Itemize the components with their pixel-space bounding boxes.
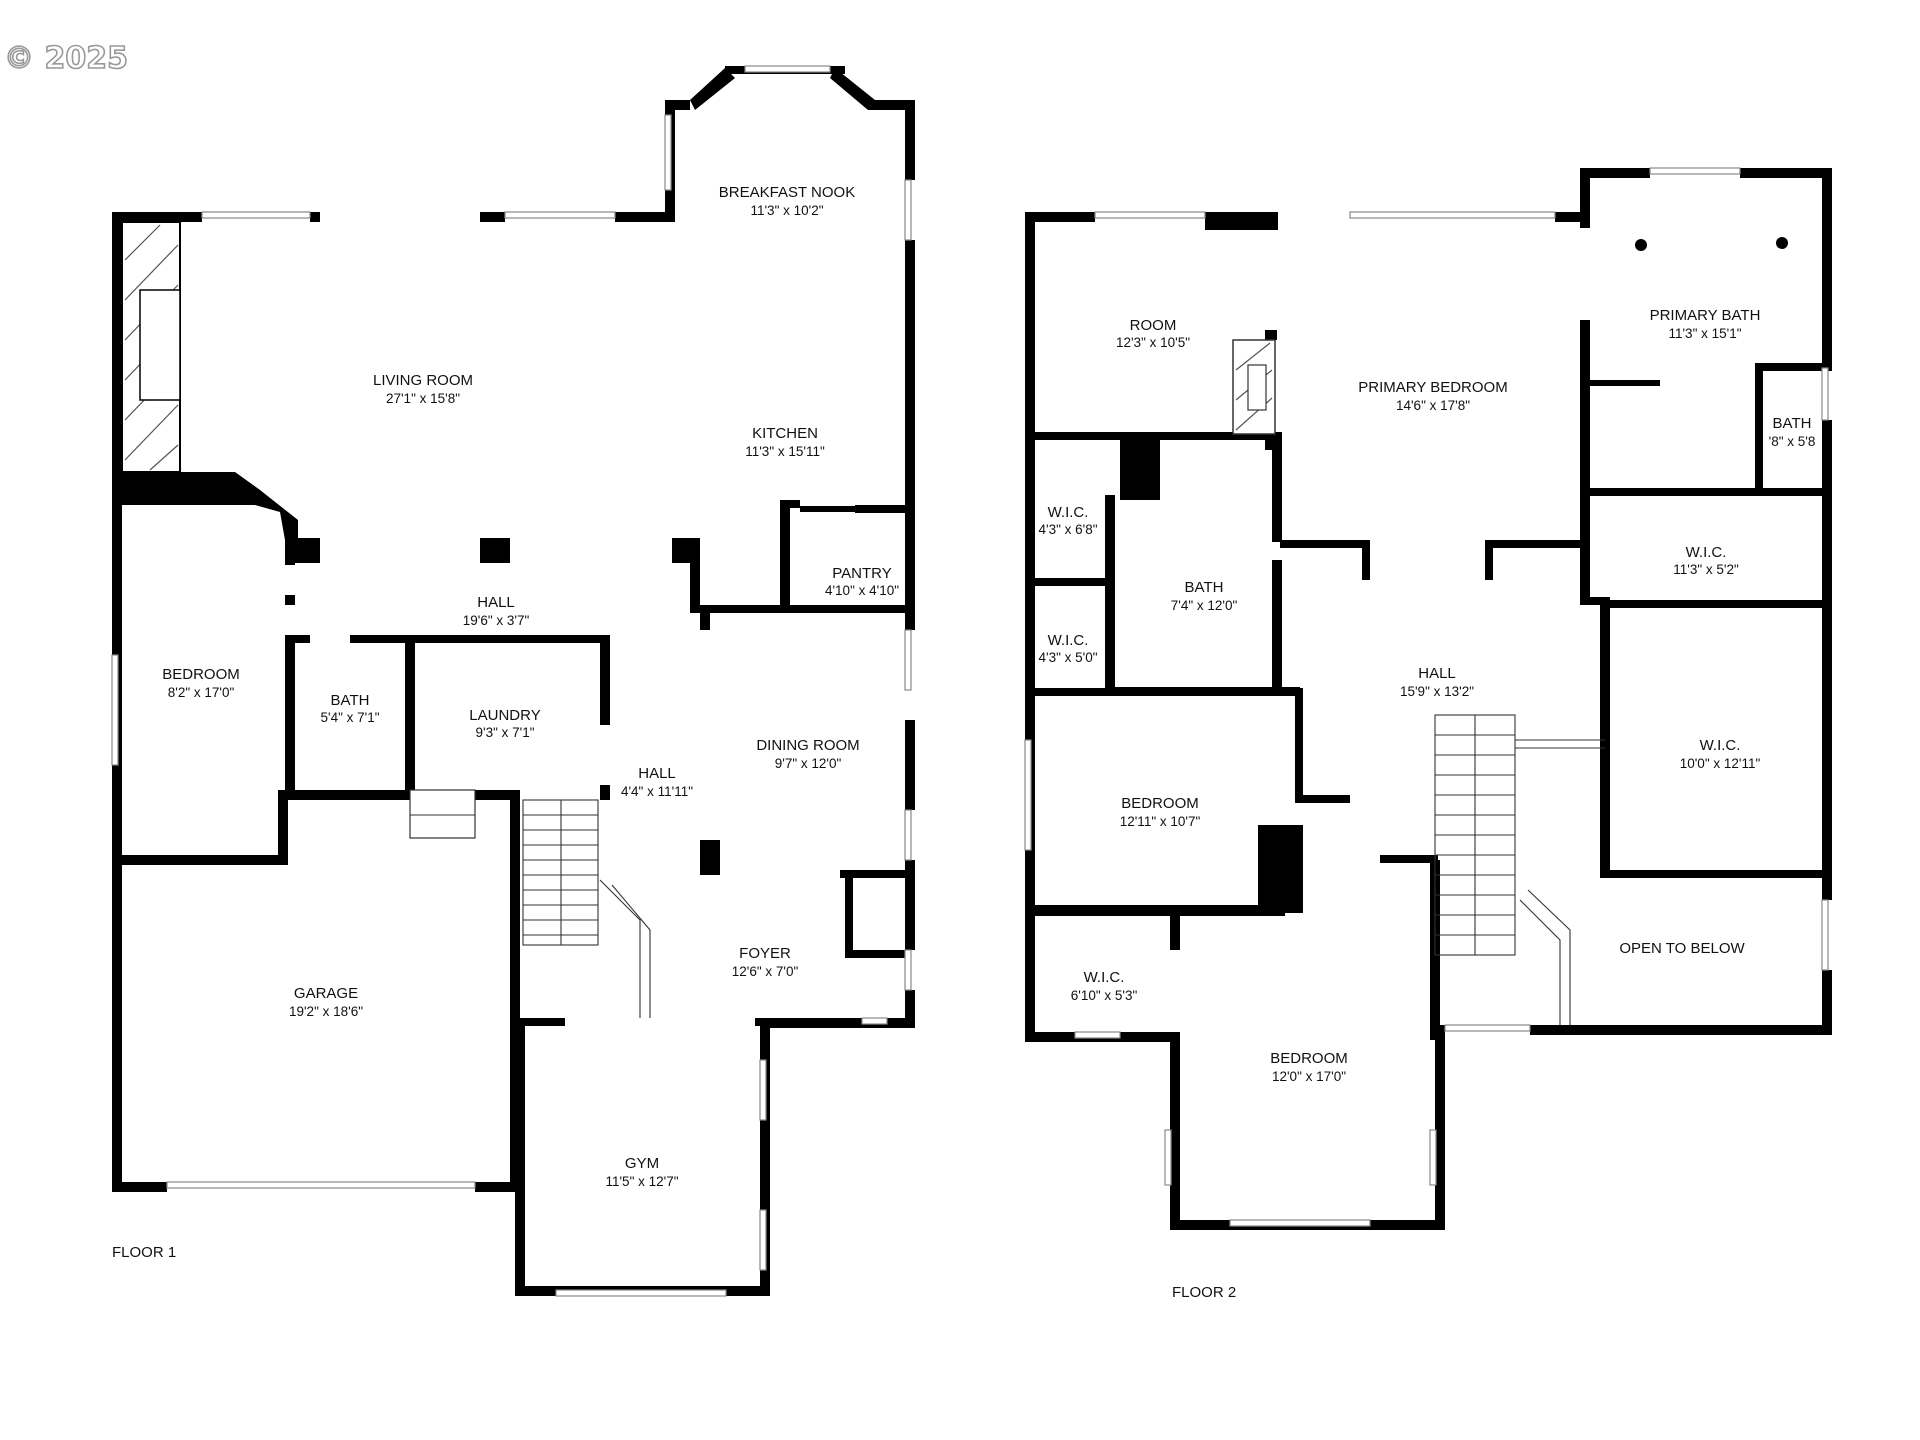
- room-name: PRIMARY BATH: [1650, 307, 1761, 324]
- floor-1-plan: LIVING ROOM 27'1" x 15'8" BREAKFAST NOOK…: [111, 65, 915, 1297]
- room-name: FOYER: [739, 945, 791, 962]
- room-name: W.I.C.: [1686, 544, 1727, 561]
- room-name: HALL: [1418, 665, 1456, 682]
- room-dimensions: 12'11" x 10'7": [1120, 814, 1201, 829]
- room-dimensions: 4'3" x 6'8": [1038, 522, 1097, 537]
- room-dimensions: 4'10" x 4'10": [825, 583, 899, 598]
- room-dimensions: 19'2" x 18'6": [289, 1004, 363, 1019]
- room-bedroom-floor-2a: BEDROOM 12'11" x 10'7": [1120, 795, 1201, 829]
- room-name: W.I.C.: [1048, 632, 1089, 649]
- room-foyer: FOYER 12'6" x 7'0": [732, 945, 799, 979]
- room-name: LAUNDRY: [469, 707, 540, 724]
- room-dimensions: 19'6" x 3'7": [463, 613, 530, 628]
- room-dimensions: 14'6" x 17'8": [1396, 398, 1470, 413]
- room-name: BATH: [1185, 579, 1224, 596]
- room-wic-3: W.I.C. 11'3" x 5'2": [1673, 544, 1739, 577]
- room-name: OPEN TO BELOW: [1619, 940, 1745, 957]
- room-name: GYM: [625, 1155, 659, 1172]
- room-open-to-below: OPEN TO BELOW: [1619, 940, 1745, 957]
- room-bath-small: BATH '8" x 5'8: [1769, 415, 1816, 449]
- room-pantry: PANTRY 4'10" x 4'10": [825, 565, 899, 598]
- floor-2-label: FLOOR 2: [1172, 1284, 1236, 1301]
- room-dining-room: DINING ROOM 9'7" x 12'0": [756, 737, 859, 771]
- room-gym: GYM 11'5" x 12'7": [605, 1155, 678, 1189]
- room-name: BEDROOM: [162, 666, 240, 683]
- room-dimensions: 12'3" x 10'5": [1116, 335, 1190, 350]
- room-name: HALL: [638, 765, 676, 782]
- room-name: KITCHEN: [752, 425, 818, 442]
- room-bath-floor-2: BATH 7'4" x 12'0": [1171, 579, 1238, 613]
- room-dimensions: 12'0" x 17'0": [1272, 1069, 1346, 1084]
- room-garage: GARAGE 19'2" x 18'6": [289, 985, 363, 1019]
- stairs-floor-1: [522, 799, 651, 1018]
- room-dimensions: 9'7" x 12'0": [775, 756, 842, 771]
- room-name: HALL: [477, 594, 515, 611]
- room-laundry: LAUNDRY 9'3" x 7'1": [469, 707, 540, 740]
- stairs-floor-2: [1434, 714, 1605, 1025]
- room-name: W.I.C.: [1084, 969, 1125, 986]
- room-dimensions: 15'9" x 13'2": [1400, 684, 1474, 699]
- room-primary-bedroom: PRIMARY BEDROOM 14'6" x 17'8": [1358, 379, 1507, 413]
- room-room: ROOM 12'3" x 10'5": [1116, 317, 1190, 350]
- room-name: BEDROOM: [1270, 1050, 1348, 1067]
- room-dimensions: 5'4" x 7'1": [320, 710, 379, 725]
- room-hall-floor-2: HALL 15'9" x 13'2": [1400, 665, 1474, 699]
- room-wic-5: W.I.C. 6'10" x 5'3": [1071, 969, 1138, 1003]
- room-dimensions: 11'5" x 12'7": [605, 1174, 678, 1189]
- room-bath-floor-1: BATH 5'4" x 7'1": [320, 692, 379, 725]
- room-name: BATH: [1773, 415, 1812, 432]
- room-name: ROOM: [1130, 317, 1177, 334]
- room-hall-upper: HALL 19'6" x 3'7": [463, 594, 530, 628]
- room-bedroom-floor-2b: BEDROOM 12'0" x 17'0": [1270, 1050, 1348, 1084]
- room-name: PANTRY: [832, 565, 891, 582]
- room-dimensions: 4'3" x 5'0": [1038, 650, 1097, 665]
- room-dimensions: 11'3" x 10'2": [750, 203, 823, 218]
- floor-2-plan: ROOM 12'3" x 10'5" PRIMARY BEDROOM 14'6"…: [1024, 167, 1832, 1301]
- room-living-room: LIVING ROOM 27'1" x 15'8": [373, 372, 473, 406]
- room-kitchen: KITCHEN 11'3" x 15'11": [745, 425, 825, 459]
- room-name: GARAGE: [294, 985, 358, 1002]
- room-bedroom-floor-1: BEDROOM 8'2" x 17'0": [162, 666, 240, 700]
- room-dimensions: 7'4" x 12'0": [1171, 598, 1238, 613]
- room-wic-4: W.I.C. 10'0" x 12'11": [1680, 737, 1761, 771]
- room-name: PRIMARY BEDROOM: [1358, 379, 1507, 396]
- room-dimensions: 11'3" x 15'11": [745, 444, 825, 459]
- room-dimensions: '8" x 5'8: [1769, 434, 1816, 449]
- room-name: BREAKFAST NOOK: [719, 184, 855, 201]
- room-name: LIVING ROOM: [373, 372, 473, 389]
- room-dimensions: 9'3" x 7'1": [475, 725, 534, 740]
- room-name: W.I.C.: [1048, 504, 1089, 521]
- room-name: BATH: [331, 692, 370, 709]
- room-dimensions: 11'3" x 15'1": [1668, 326, 1741, 341]
- room-wic-1: W.I.C. 4'3" x 6'8": [1038, 504, 1097, 537]
- room-name: DINING ROOM: [756, 737, 859, 754]
- room-hall-lower: HALL 4'4" x 11'11": [621, 765, 693, 799]
- room-name: W.I.C.: [1700, 737, 1741, 754]
- copyright-watermark: © 2025: [4, 41, 128, 76]
- room-wic-2: W.I.C. 4'3" x 5'0": [1038, 632, 1097, 665]
- room-dimensions: 27'1" x 15'8": [386, 391, 460, 406]
- room-dimensions: 11'3" x 5'2": [1673, 562, 1739, 577]
- room-dimensions: 8'2" x 17'0": [168, 685, 235, 700]
- room-dimensions: 4'4" x 11'11": [621, 784, 693, 799]
- floor-1-label: FLOOR 1: [112, 1244, 176, 1261]
- room-dimensions: 12'6" x 7'0": [732, 964, 799, 979]
- room-name: BEDROOM: [1121, 795, 1199, 812]
- room-primary-bath: PRIMARY BATH 11'3" x 15'1": [1650, 307, 1761, 341]
- room-dimensions: 10'0" x 12'11": [1680, 756, 1761, 771]
- room-breakfast-nook: BREAKFAST NOOK 11'3" x 10'2": [719, 184, 855, 218]
- room-dimensions: 6'10" x 5'3": [1071, 988, 1138, 1003]
